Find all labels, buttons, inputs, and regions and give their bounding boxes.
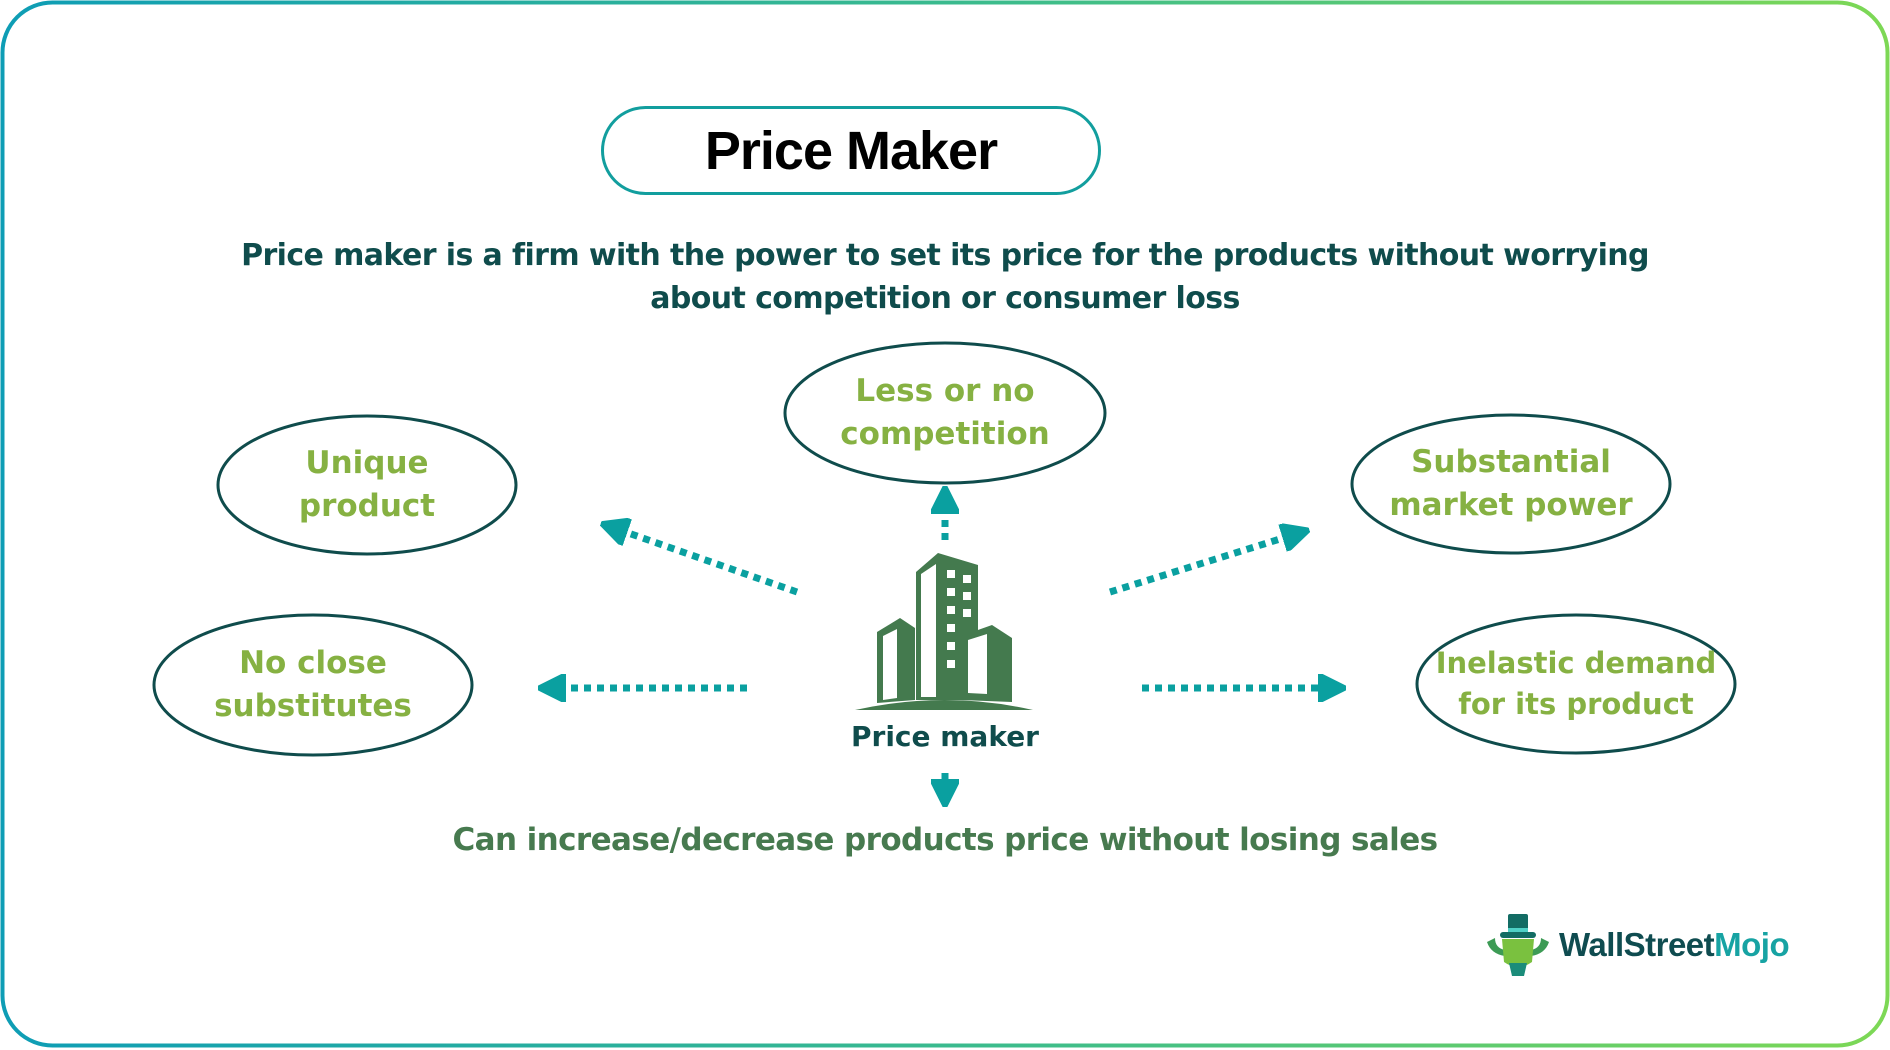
node-inelastic-demand: Inelastic demand for its product (1417, 615, 1735, 753)
ellipse-inelastic-demand (1415, 613, 1737, 755)
node-unique-product: Unique product (218, 416, 516, 554)
node-line1: Unique (305, 445, 429, 481)
outcome-text: Can increase/decrease products price wit… (452, 822, 1439, 858)
node-market-power: Substantial market power (1352, 415, 1670, 553)
node-no-substitutes: No close substitutes (154, 615, 472, 755)
description: Price maker is a firm with the power to … (241, 238, 1649, 316)
page-title: Price Maker (704, 120, 998, 181)
brand-name-part2: Mojo (1714, 926, 1790, 963)
node-line1: Less or no (855, 373, 1035, 409)
title-pill: Price Maker (601, 106, 1101, 195)
node-line1: Inelastic demand (1435, 646, 1717, 680)
node-line2: competition (840, 416, 1050, 452)
node-line2: for its product (1458, 687, 1694, 721)
brand-name: WallStreetMojo (1559, 926, 1790, 964)
bull-top-hat-icon (1487, 914, 1549, 976)
node-less-competition: Less or no competition (785, 343, 1105, 483)
node-line2: market power (1389, 487, 1633, 523)
brand-name-part1: WallStreet (1559, 926, 1715, 963)
arrow-to-market-power (1108, 534, 1296, 596)
building-icon (855, 553, 1033, 710)
arrow-to-unique-product (614, 528, 799, 596)
node-line2: substitutes (214, 688, 412, 724)
node-line1: Substantial (1411, 444, 1611, 480)
center-label: Price maker (850, 720, 1039, 753)
node-line1: No close (239, 645, 387, 681)
node-ellipses (152, 341, 1737, 757)
node-line2: product (298, 488, 436, 524)
ellipse-less-competition (783, 341, 1107, 485)
ellipse-unique-product (216, 414, 518, 556)
arrows (552, 500, 1332, 793)
ellipse-market-power (1350, 413, 1672, 555)
ellipse-no-substitutes (152, 613, 474, 757)
brand-logo[interactable]: WallStreetMojo (1483, 910, 1790, 980)
